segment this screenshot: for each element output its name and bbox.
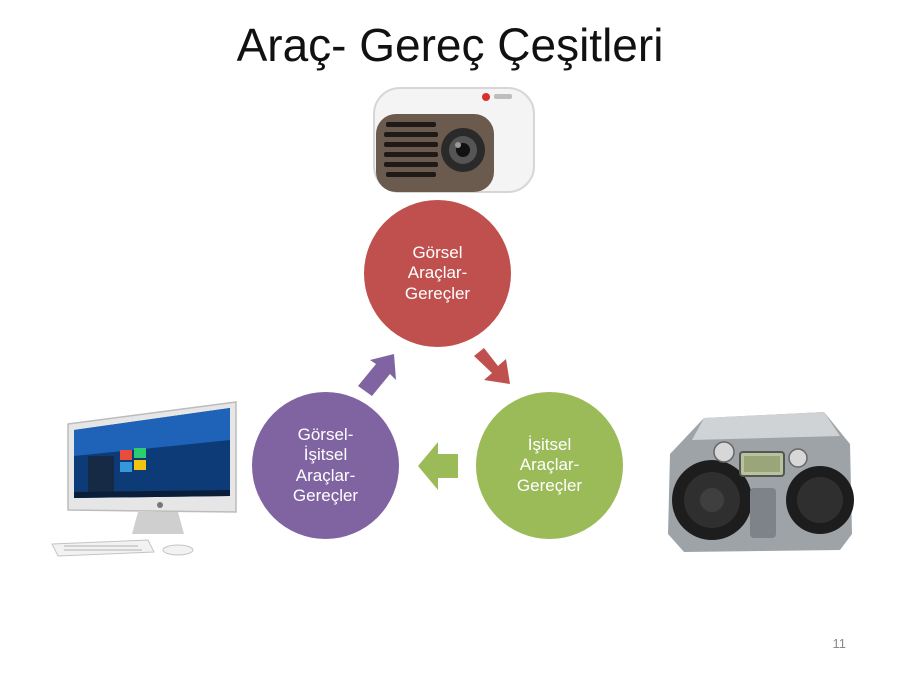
arrow-audio-to-audiovisual: [418, 442, 458, 490]
node-audiovisual-label: Görsel- İşitsel Araçlar- Gereçler: [292, 424, 359, 505]
page-number: 11: [832, 636, 847, 651]
cd-radio-player-image: [668, 412, 854, 552]
node-visual-tools: Görsel Araçlar- Gereçler: [364, 200, 511, 347]
arrow-audiovisual-to-visual: [358, 354, 396, 396]
desktop-computer-image: [51, 401, 237, 557]
arrow-visual-to-audio: [474, 348, 510, 384]
node-visual-label: Görsel Araçlar- Gereçler: [404, 242, 471, 303]
node-audio-tools: İşitsel Araçlar- Gereçler: [476, 392, 623, 539]
projector-image: [373, 87, 535, 193]
node-audio-label: İşitsel Araçlar- Gereçler: [516, 434, 583, 495]
slide-title: Araç- Gereç Çeşitleri: [236, 19, 664, 71]
node-audiovisual-tools: Görsel- İşitsel Araçlar- Gereçler: [252, 392, 399, 539]
